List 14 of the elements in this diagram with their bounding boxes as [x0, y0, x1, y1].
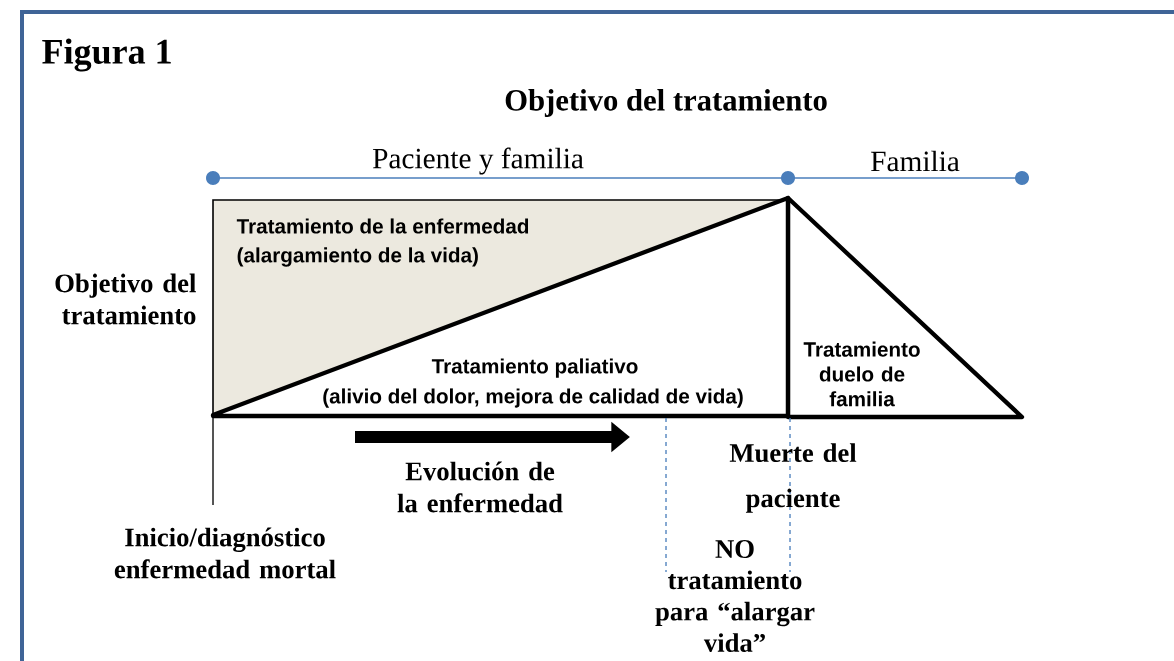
note-label: NO tratamiento para “alargar vida” — [655, 540, 815, 652]
event-label: Inicio/diagnóstico enfermedad mortal — [114, 527, 336, 579]
direction-label: Evolución de la enfermedad — [397, 461, 563, 513]
timeline-label: Familia — [871, 150, 960, 172]
area-label: Tratamiento paliativo — [431, 358, 638, 378]
figure-label: Figura 1 — [42, 38, 171, 72]
event-label: Muerte del paciente — [729, 443, 857, 513]
area-label: Tratamiento de la enfermedad — [236, 218, 529, 234]
timeline-label: Paciente y familia — [372, 147, 584, 175]
heading: Objetivo del tratamiento — [505, 89, 827, 117]
area-label: (alivio del dolor, mejora de calidad de vida) — [323, 388, 743, 408]
axis-label: Objetivo del tratamiento — [55, 273, 196, 325]
area-label: (alargamiento de la vida) — [237, 247, 478, 267]
area-label: Tratamiento duelo de familia — [803, 341, 920, 407]
